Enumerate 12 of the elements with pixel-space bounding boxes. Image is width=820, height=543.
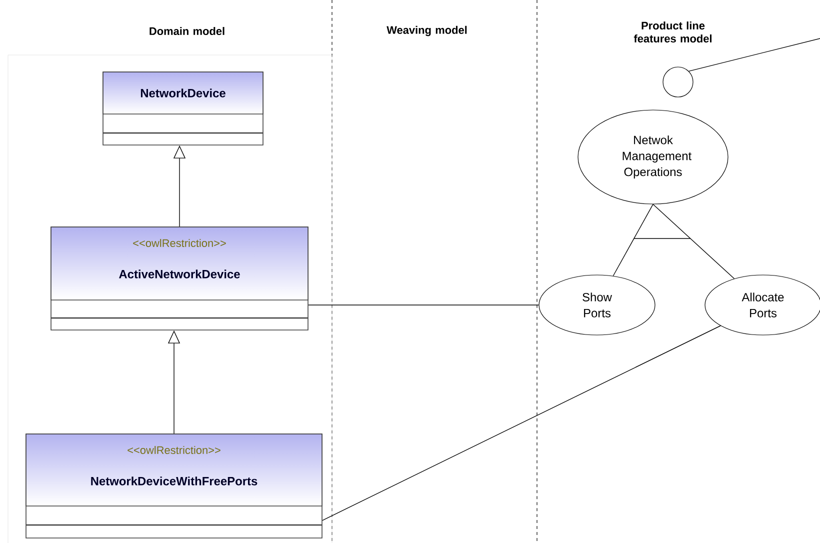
column-heading: Product line features model [634, 22, 712, 42]
class-box: NetworkDevice [102, 72, 264, 146]
connector-line [652, 204, 735, 279]
column-heading: Weaving model [386, 26, 467, 36]
feature-circle [662, 66, 694, 98]
connector-line [688, 38, 820, 72]
connector-line [612, 204, 654, 276]
class-box: <<owlRestriction>> ActiveNetworkDevice [50, 226, 308, 330]
class-box: <<owlRestriction>> NetworkDeviceWithFreePorts [26, 434, 322, 538]
column-heading: Domain model [150, 26, 224, 36]
connector-line [308, 304, 540, 306]
connector-line [322, 325, 721, 521]
